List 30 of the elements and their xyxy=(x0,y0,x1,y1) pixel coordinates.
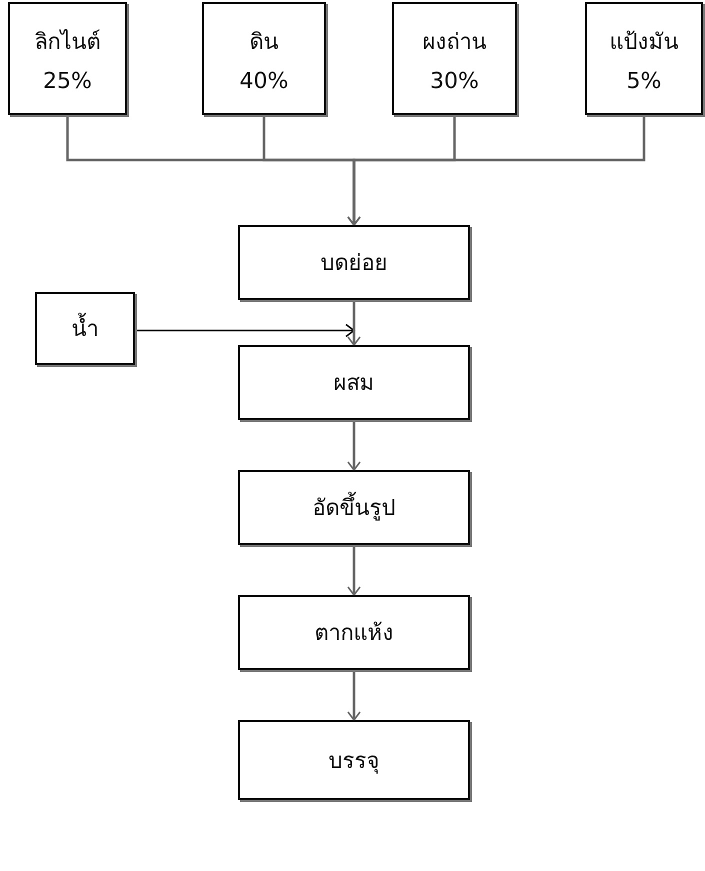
process-box xyxy=(585,2,703,115)
process-box xyxy=(238,345,470,420)
box-label: แป้งมัน xyxy=(610,28,678,56)
box-label: 25% xyxy=(43,68,92,94)
box-label: 5% xyxy=(626,68,662,94)
process-box xyxy=(238,225,470,300)
arrow xyxy=(347,300,361,346)
box-label: ผสม xyxy=(334,370,374,398)
box-label: บรรจุ xyxy=(328,748,380,776)
process-box xyxy=(392,2,517,115)
arrow xyxy=(347,670,361,721)
box-label: น้ำ xyxy=(72,311,98,346)
box-label: ดิน xyxy=(250,28,278,56)
arrow xyxy=(347,115,646,226)
box-label: ลิกไนต์ xyxy=(34,28,100,56)
box-label: ผงถ่าน xyxy=(422,28,486,56)
process-box xyxy=(35,292,135,365)
box-label: บดย่อย xyxy=(320,250,388,278)
process-box xyxy=(238,595,470,670)
process-box xyxy=(8,2,127,115)
process-box xyxy=(202,2,326,115)
arrow xyxy=(347,420,361,471)
box-label: 30% xyxy=(430,68,479,94)
process-box xyxy=(238,470,470,545)
box-label: 40% xyxy=(240,68,288,94)
box-label: อัดขึ้นรูป xyxy=(312,490,396,525)
arrow xyxy=(135,324,355,338)
arrow xyxy=(347,545,361,596)
box-label: ตากแห้ง xyxy=(314,620,394,648)
process-box xyxy=(238,720,470,800)
